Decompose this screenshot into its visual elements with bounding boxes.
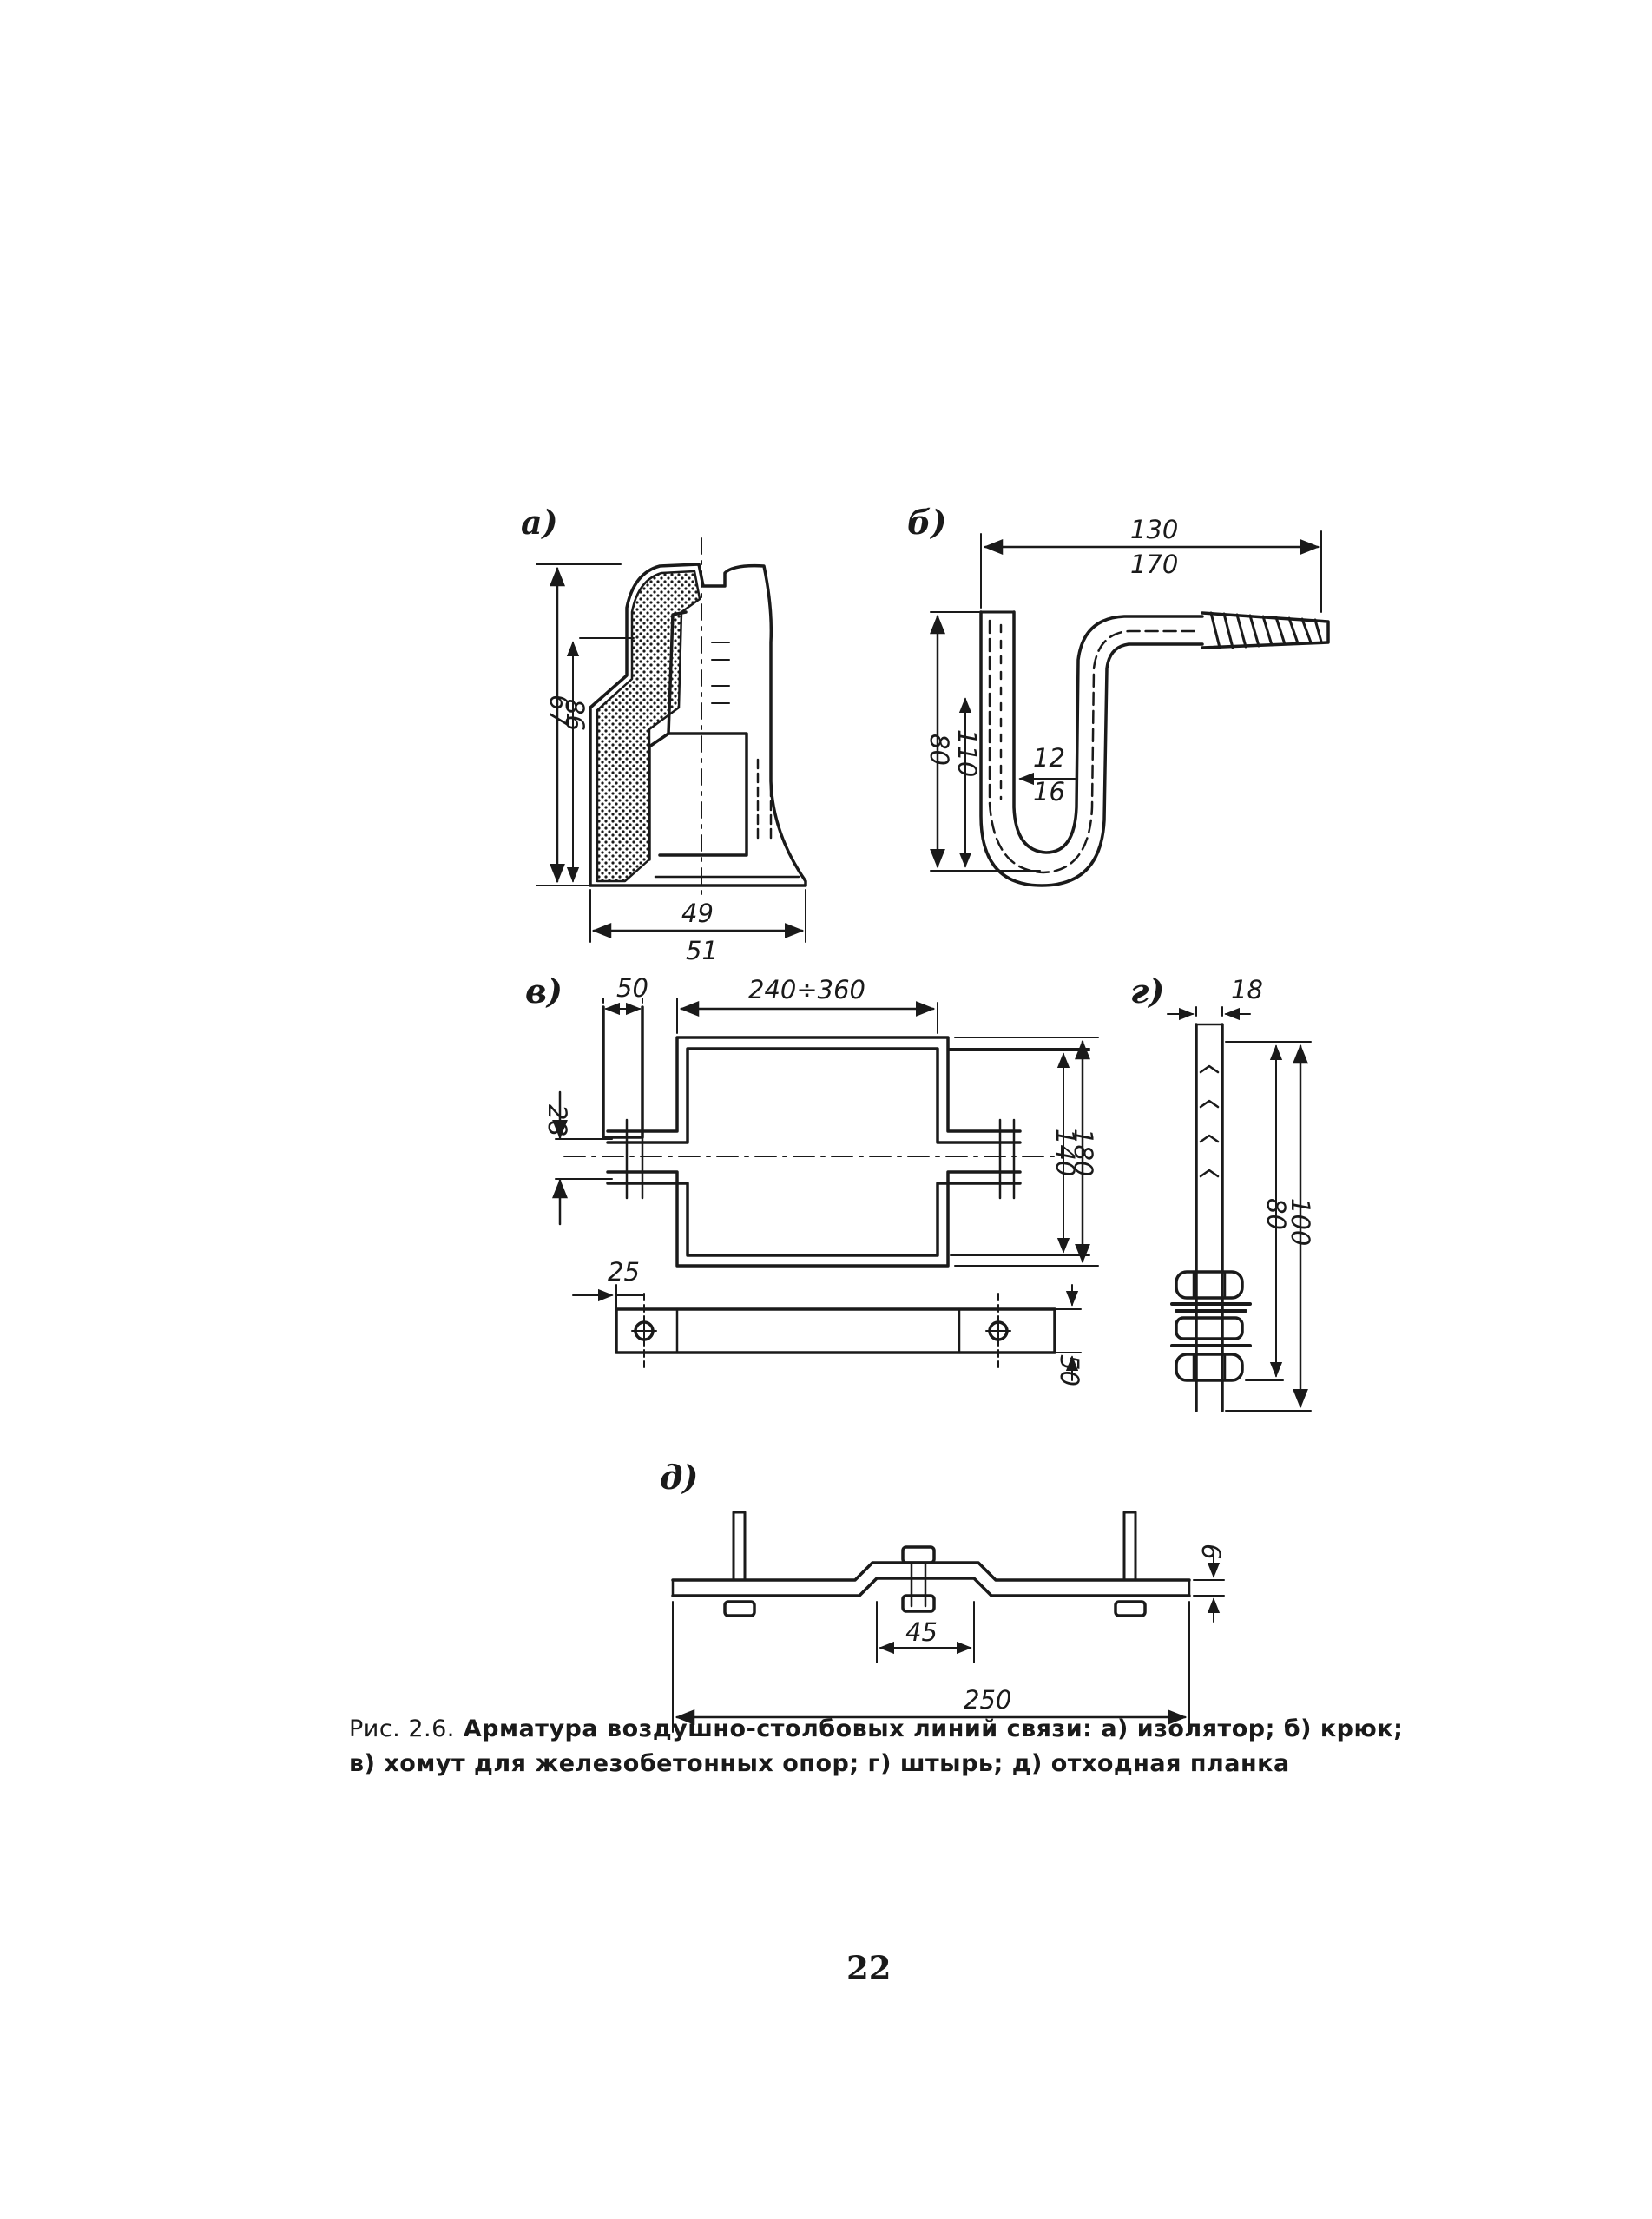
clamp-label: в) — [525, 971, 563, 1011]
clamp-dim-50: 50 — [616, 973, 648, 1003]
pin-dim-100: 100 — [1286, 1198, 1315, 1246]
insulator-dim-86: 86 — [560, 699, 589, 731]
pin-drawing: г) 18 80 100 — [1130, 971, 1315, 1412]
plate-dim-6: 6 — [1196, 1544, 1226, 1559]
clamp-drawing: в) 50 240÷360 28 — [525, 971, 1099, 1386]
page-number: 22 — [846, 1949, 892, 1987]
insulator-drawing: а) 67 86 49 51 — [521, 503, 807, 965]
hook-label: б) — [907, 503, 946, 542]
pin-dim-80: 80 — [1261, 1198, 1291, 1230]
hook-dim-130: 130 — [1130, 515, 1178, 544]
clamp-dim-50-bar: 50 — [1055, 1354, 1084, 1386]
hook-dim-110: 110 — [952, 729, 982, 777]
plate-drawing: д) 45 250 6 — [660, 1458, 1226, 1733]
clamp-dim-28: 28 — [543, 1104, 572, 1136]
clamp-dim-140: 140 — [1050, 1129, 1080, 1176]
clamp-dim-span: 240÷360 — [748, 975, 865, 1004]
clamp-dim-180: 180 — [1069, 1129, 1098, 1176]
figure-caption: Рис. 2.6. Арматура воздушно-столбовых ли… — [349, 1712, 1512, 1781]
hook-dim-12: 12 — [1033, 743, 1065, 773]
hook-drawing: б) 130 170 80 110 12 16 — [907, 503, 1330, 887]
hook-dim-170: 170 — [1130, 550, 1178, 579]
insulator-label: а) — [521, 503, 558, 542]
pin-label: г) — [1130, 971, 1164, 1011]
figure-number: Рис. 2.6. — [349, 1715, 455, 1742]
plate-label: д) — [660, 1458, 698, 1497]
clamp-dim-25: 25 — [608, 1257, 640, 1287]
hook-dim-80: 80 — [925, 734, 954, 766]
insulator-dim-67: 67 — [544, 695, 574, 727]
plate-dim-250: 250 — [964, 1685, 1011, 1715]
caption-line-2: в) хомут для железобетонных опор; г) шты… — [349, 1750, 1290, 1777]
hook-dim-16: 16 — [1033, 777, 1065, 807]
pin-dim-18: 18 — [1231, 975, 1263, 1004]
insulator-dim-49: 49 — [681, 899, 714, 928]
plate-dim-45: 45 — [905, 1617, 938, 1647]
caption-line-1: Рис. 2.6. Арматура воздушно-столбовых ли… — [349, 1712, 1512, 1747]
caption-line-1-text: Арматура воздушно-столбовых линий связи:… — [463, 1715, 1404, 1742]
insulator-dim-51: 51 — [686, 936, 718, 965]
